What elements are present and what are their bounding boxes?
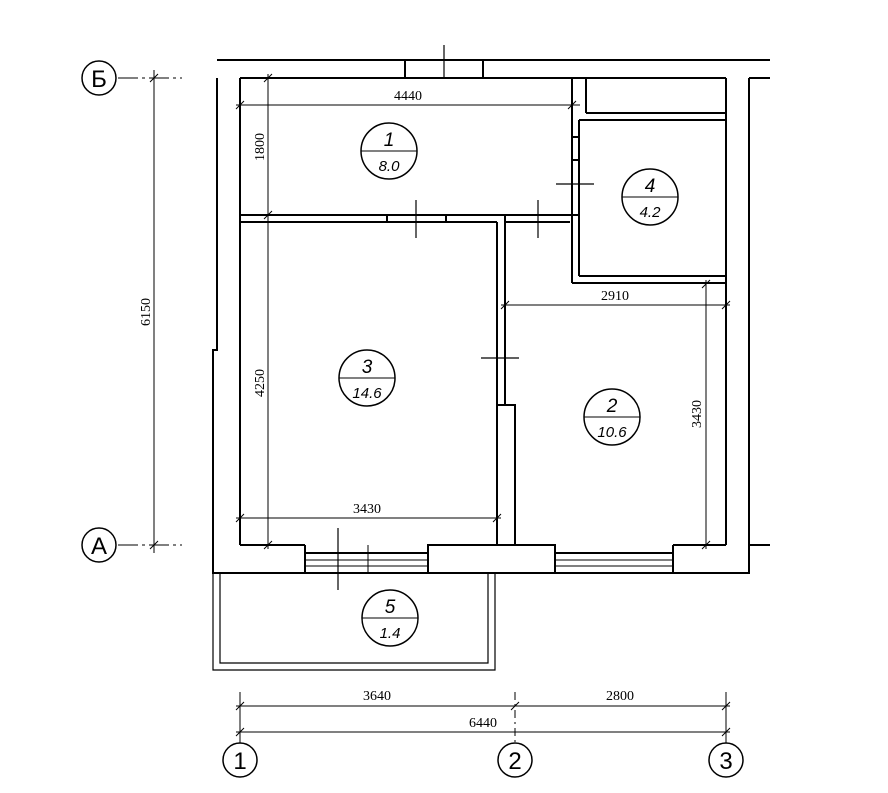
dim-room3-width: 3430 xyxy=(353,502,381,517)
dim-bay-2-3: 2800 xyxy=(606,689,634,704)
axis-crosses xyxy=(337,45,594,590)
room-3-area: 14.6 xyxy=(352,385,382,402)
row-axes xyxy=(81,60,182,563)
room-tags xyxy=(338,122,679,647)
room-5-area: 1.4 xyxy=(380,625,401,642)
dimension-lines xyxy=(235,73,731,550)
room-tag-text: 1 8.0 2 10.6 3 14.6 4 4.2 5 1.4 xyxy=(352,130,661,642)
dim-tick xyxy=(500,300,510,310)
axis-label-1: 1 xyxy=(233,748,246,775)
dim-tick xyxy=(235,513,245,523)
dim-tick xyxy=(492,513,502,523)
room-5-number: 5 xyxy=(385,597,396,618)
axis-label-2: 2 xyxy=(508,748,521,775)
axis-bubble-3 xyxy=(708,742,744,778)
axis-labels: Б А 1 2 3 xyxy=(91,66,733,775)
room-1-number: 1 xyxy=(384,130,395,151)
room-2-number: 2 xyxy=(606,396,618,417)
axis-bubble-b xyxy=(81,60,117,96)
room-3-number: 3 xyxy=(362,357,373,378)
dim-room2-width: 2910 xyxy=(601,289,629,304)
room-4-number: 4 xyxy=(645,176,656,197)
dim-tick xyxy=(235,100,245,110)
partition-3-2-solid xyxy=(496,404,516,546)
dim-tick xyxy=(510,701,520,711)
balcony-inner xyxy=(219,573,489,664)
balcony-outer xyxy=(212,573,496,671)
dim-tick xyxy=(721,727,731,737)
dim-room1-width: 4440 xyxy=(394,89,422,104)
balcony xyxy=(212,573,496,671)
dim-tick xyxy=(263,73,273,83)
room-2-area: 10.6 xyxy=(597,424,627,441)
dim-tick xyxy=(149,73,159,83)
dim-room1-depth: 1800 xyxy=(253,133,268,161)
outer-wall-bottom-right xyxy=(672,545,750,574)
dim-tick xyxy=(567,100,577,110)
column-axes xyxy=(222,692,744,778)
axis-label-a: А xyxy=(91,533,107,560)
room-1-area: 8.0 xyxy=(379,158,401,175)
dim-tick xyxy=(235,701,245,711)
dim-overall-depth: 6150 xyxy=(139,298,154,326)
dim-overall-width: 6440 xyxy=(469,716,497,731)
dim-room3-depth: 4250 xyxy=(253,369,268,397)
axis-bubble-2 xyxy=(497,742,533,778)
axis-bubble-a xyxy=(81,527,117,563)
dim-tick xyxy=(721,300,731,310)
room-4-area: 4.2 xyxy=(640,204,662,221)
dim-tick xyxy=(149,540,159,550)
dim-tick xyxy=(701,540,711,550)
dim-tick xyxy=(701,279,711,289)
dim-tick xyxy=(721,701,731,711)
walls xyxy=(212,59,770,574)
wall-pier-bottom xyxy=(427,544,556,574)
dim-tick xyxy=(263,210,273,220)
dim-bay-1-2: 3640 xyxy=(363,689,391,704)
dim-tick xyxy=(263,540,273,550)
axis-label-b: Б xyxy=(91,66,107,93)
dim-tick xyxy=(235,727,245,737)
axis-bubble-1 xyxy=(222,742,258,778)
dim-room2-depth: 3430 xyxy=(690,400,705,428)
axis-label-3: 3 xyxy=(719,748,732,775)
outer-wall-left xyxy=(212,78,305,574)
dimension-text: 4440 1800 4250 3430 2910 3430 6150 3640 … xyxy=(139,89,705,731)
